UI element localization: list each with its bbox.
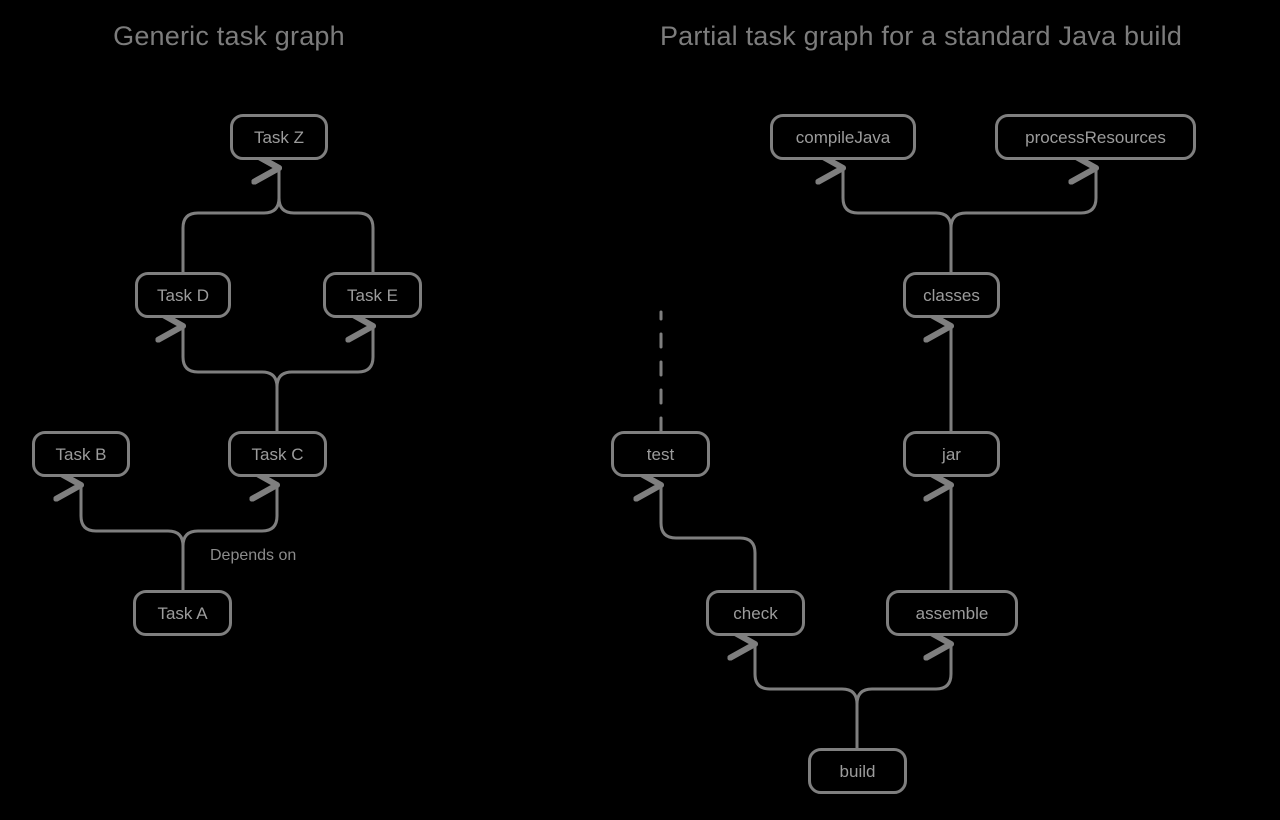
panel-title-java-build: Partial task graph for a standard Java b… [659,21,1183,51]
node-classes[interactable]: classes [903,272,1000,318]
edge-taskA-to-taskB [81,485,185,592]
node-label: compileJava [795,127,891,147]
edge-build-to-assemble [855,644,951,750]
node-test[interactable]: test [611,431,710,477]
node-label: Task C [251,444,304,464]
node-task-z[interactable]: Task Z [230,114,328,160]
node-label: assemble [915,603,989,623]
node-assemble[interactable]: assemble [886,590,1018,636]
node-task-e[interactable]: Task E [323,272,422,318]
node-task-d[interactable]: Task D [135,272,231,318]
node-task-b[interactable]: Task B [32,431,130,477]
node-build[interactable]: build [808,748,907,794]
node-label: Task D [157,285,209,305]
node-label: Task A [157,603,208,623]
edge-taskE-to-taskZ [279,168,375,274]
node-label: jar [942,444,961,464]
node-check[interactable]: check [706,590,805,636]
panel-title-generic: Generic task graph [113,21,345,51]
node-label: Task Z [253,127,305,147]
edge-taskA-to-taskC [181,485,277,592]
node-label: test [646,444,675,464]
edge-classes-to-compileJava [843,168,953,274]
node-label: build [839,761,876,781]
node-process-resources[interactable]: processResources [995,114,1196,160]
node-jar[interactable]: jar [903,431,1000,477]
node-label: Task E [346,285,399,305]
node-label: classes [923,285,980,305]
edge-classes-to-processResources [949,168,1096,274]
edge-build-to-check [755,644,859,750]
edge-taskC-to-taskD [183,326,279,433]
node-task-c[interactable]: Task C [228,431,327,477]
node-task-a[interactable]: Task A [133,590,232,636]
edge-label-depends-on: Depends on [210,547,297,564]
edge-taskC-to-taskE [275,326,373,433]
node-label: Task B [55,444,107,464]
node-label: check [733,603,778,623]
node-label: processResources [1025,127,1166,147]
node-compile-java[interactable]: compileJava [770,114,916,160]
edge-taskD-to-taskZ [181,168,279,274]
edge-check-to-test [661,485,757,592]
